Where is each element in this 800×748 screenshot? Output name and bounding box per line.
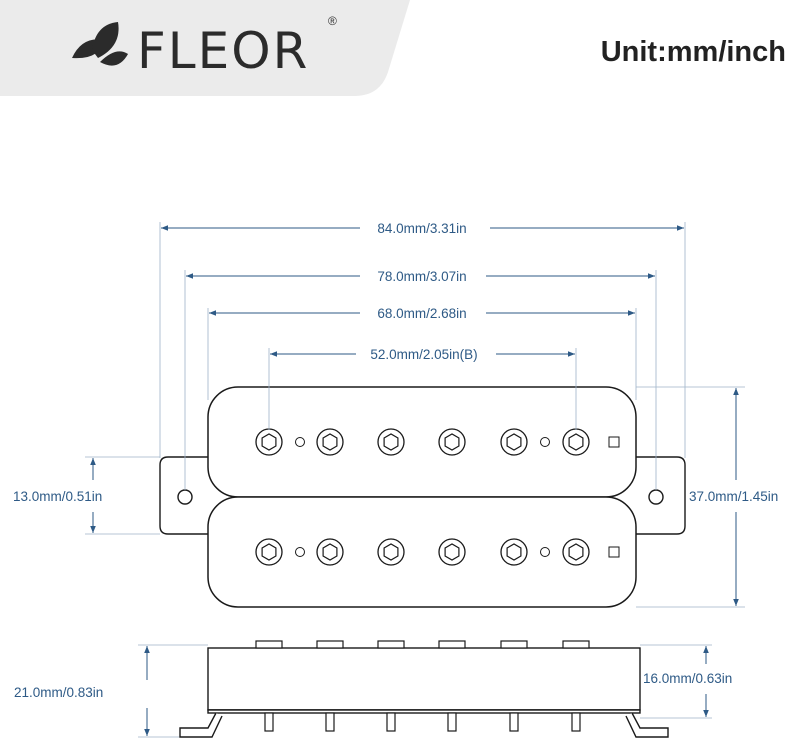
small-hole [540, 547, 550, 557]
pole-hex-socket [383, 433, 399, 451]
pole-top [562, 640, 590, 649]
mount-hole-left [177, 489, 193, 505]
pole-top [500, 640, 528, 649]
dim-body-height: 16.0mm/0.63in [643, 671, 732, 686]
pole-hex-socket [506, 433, 522, 451]
coil-bottom [207, 496, 637, 608]
pole-hex-socket [383, 543, 399, 561]
pole-hex-socket [568, 433, 584, 451]
small-hole [295, 437, 305, 447]
registered-mark: ® [328, 14, 337, 28]
pole-top [377, 640, 405, 649]
side-view [179, 647, 669, 738]
screw-tail [325, 712, 335, 732]
unit-label: Unit:mm/inch [600, 36, 786, 68]
pole-hex-socket [506, 543, 522, 561]
dimension-arrows [90, 225, 739, 736]
dim-mount-hole-spacing: 78.0mm/3.07in [377, 269, 466, 284]
extension-lines [85, 222, 745, 738]
dim-mount-tab-height: 13.0mm/0.51in [13, 489, 102, 504]
screw-tail [447, 712, 457, 732]
dim-overall-length: 37.0mm/1.45in [689, 489, 778, 504]
pole-hex-socket [444, 543, 460, 561]
pole-hex-socket [568, 543, 584, 561]
square-marker [608, 436, 620, 448]
screw-tail [509, 712, 519, 732]
small-hole [295, 547, 305, 557]
pole-pieces [255, 428, 620, 566]
mount-hole-right [648, 489, 664, 505]
screw-tail [386, 712, 396, 732]
dim-overall-width: 84.0mm/3.31in [377, 221, 466, 236]
pole-top [438, 640, 466, 649]
header-banner [0, 0, 410, 96]
screw-tail [571, 712, 581, 732]
pole-hex-socket [261, 543, 277, 561]
small-hole [540, 437, 550, 447]
brand-name: FLEOR [137, 22, 310, 80]
pole-hex-socket [322, 543, 338, 561]
pole-hex-socket [322, 433, 338, 451]
dim-total-height: 21.0mm/0.83in [14, 685, 103, 700]
square-marker [608, 546, 620, 558]
dim-pole-spacing: 52.0mm/2.05in(B) [370, 347, 477, 362]
leaf-logo-icon [72, 22, 128, 66]
dim-cover-width: 68.0mm/2.68in [377, 306, 466, 321]
pole-top [316, 640, 344, 649]
pole-hex-socket [261, 433, 277, 451]
side-view-parts [255, 640, 590, 732]
pole-top [255, 640, 283, 649]
pole-hex-socket [444, 433, 460, 451]
screw-tail [264, 712, 274, 732]
